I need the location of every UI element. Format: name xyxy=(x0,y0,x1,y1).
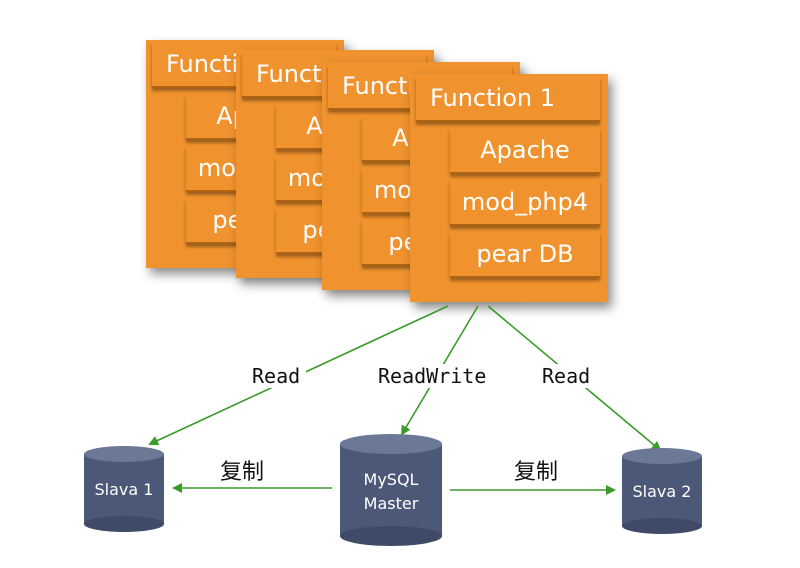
function-card-1: Function 1 Apache mod_php4 pear DB xyxy=(410,74,608,302)
card-title: Function 1 xyxy=(416,76,600,122)
label-read-right: Read xyxy=(536,364,597,388)
master-label-line1: MySQL xyxy=(363,470,419,489)
label-readwrite: ReadWrite xyxy=(372,364,493,388)
card-item-apache: Apache xyxy=(450,128,600,174)
database-master-icon xyxy=(340,434,442,546)
slave1-label: Slava 1 xyxy=(94,480,154,499)
label-replicate-left: 复制 xyxy=(214,454,271,486)
master-label-line2: Master xyxy=(363,494,419,513)
database-slave2-icon xyxy=(622,448,702,534)
label-replicate-right: 复制 xyxy=(508,454,565,486)
card-item-pear-db: pear DB xyxy=(450,232,600,278)
card-item-mod-php4: mod_php4 xyxy=(450,180,600,226)
database-slave1-icon xyxy=(84,446,164,532)
label-read-left: Read xyxy=(246,364,307,388)
slave2-label: Slava 2 xyxy=(632,482,692,501)
